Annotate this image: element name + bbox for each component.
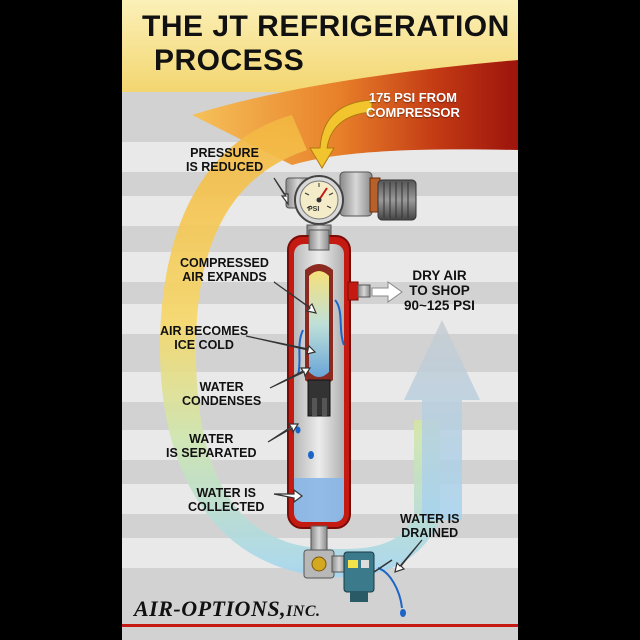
title-line-1: THE JT REFRIGERATION <box>142 10 510 43</box>
step-label-line-2: COLLECTED <box>188 500 265 514</box>
gauge-label: PSI <box>308 206 320 213</box>
step-air-expands: COMPRESSED AIR EXPANDS <box>180 256 269 284</box>
outlet-arrow <box>371 281 403 303</box>
step-label-line-1: AIR BECOMES <box>160 324 249 338</box>
dry-air-up-arrow <box>404 320 480 520</box>
step-label-line-2: ICE COLD <box>174 338 234 352</box>
step-label-line-1: WATER IS <box>400 512 460 526</box>
step-water-separated: WATER IS SEPARATED <box>166 432 257 460</box>
brand-underline <box>122 624 518 627</box>
separator-tank <box>287 229 359 529</box>
step-water-collected: WATER IS COLLECTED <box>188 486 264 514</box>
inlet-label: 175 PSI FROM COMPRESSOR <box>366 90 460 120</box>
title-line-2: PROCESS <box>154 44 305 77</box>
inlet-arrow <box>309 99 373 169</box>
outlet-pipe <box>357 284 371 298</box>
step-label-line-1: PRESSURE <box>190 146 259 160</box>
outlet-label-line-2: TO SHOP <box>409 283 470 298</box>
step-label-line-2: AIR EXPANDS <box>182 270 267 284</box>
step-ice-cold: AIR BECOMES ICE COLD <box>160 324 248 352</box>
step-label-line-2: DRAINED <box>401 526 459 540</box>
inlet-label-line-1: 175 PSI FROM <box>368 90 458 105</box>
outlet-label-line-3: 90~125 PSI <box>404 298 475 313</box>
step-water-drained: WATER IS DRAINED <box>400 512 460 540</box>
step-label-line-1: WATER IS <box>196 486 256 500</box>
step-label-line-1: WATER <box>189 432 234 446</box>
airflow-loop <box>159 115 440 578</box>
step-label-line-2: IS REDUCED <box>186 160 264 174</box>
brand-name: AIR-OPTIONS, <box>134 596 287 621</box>
step-label-line-1: WATER <box>199 380 244 394</box>
step-water-condenses: WATER CONDENSES <box>182 380 261 408</box>
drain-valve <box>303 525 406 617</box>
step-pressure-reduced: PRESSURE IS REDUCED <box>186 146 263 174</box>
poster: THE JT REFRIGERATION PROCESS 175 PSI FRO… <box>122 0 518 640</box>
regulator <box>285 171 417 242</box>
step-label-line-2: CONDENSES <box>182 394 262 408</box>
brand-suffix: INC. <box>286 603 321 620</box>
diagram-artwork <box>122 0 518 640</box>
outlet-label-line-1: DRY AIR <box>412 268 467 283</box>
inlet-label-line-2: COMPRESSOR <box>366 105 460 120</box>
leader-arrows <box>245 177 423 573</box>
step-label-line-1: COMPRESSED <box>180 256 269 270</box>
step-label-line-2: IS SEPARATED <box>166 446 257 460</box>
outlet-label: DRY AIR TO SHOP 90~125 PSI <box>404 268 475 313</box>
brand-logo: AIR-OPTIONS,INC. <box>134 596 321 622</box>
